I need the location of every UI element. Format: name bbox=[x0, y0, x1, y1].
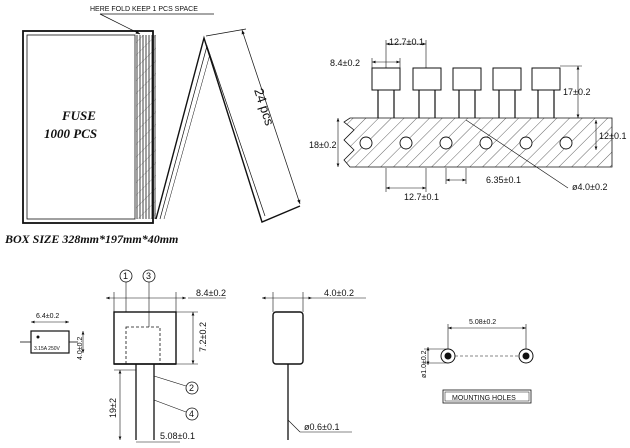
callout-4 bbox=[185, 407, 199, 421]
callout-3 bbox=[142, 269, 156, 283]
tape-pitch-top: 12.7±0.1 bbox=[389, 37, 424, 47]
top-view-marking: 3.15A 250V bbox=[34, 346, 61, 352]
fold-note: HERE FOLD KEEP 1 PCS SPACE bbox=[90, 6, 198, 13]
tape-body-width: 8.4±0.2 bbox=[330, 58, 360, 68]
callout-2 bbox=[185, 381, 199, 395]
callout-1-label: 1 bbox=[123, 271, 128, 281]
mounting-label-box bbox=[442, 389, 532, 404]
stacked-tape-hatch bbox=[136, 35, 156, 219]
fold-count-label: 24 pcs bbox=[251, 86, 277, 128]
tape-pitch-bottom: 12.7±0.1 bbox=[404, 192, 439, 202]
box-size-label: BOX SIZE 328mm*197mm*40mm bbox=[4, 232, 178, 246]
fuse-bodies bbox=[371, 67, 561, 91]
callout-4-label: 4 bbox=[189, 409, 194, 419]
callout-3-label: 3 bbox=[146, 271, 151, 281]
tape-width-right: 12±0.1 bbox=[599, 131, 626, 141]
top-view-depth: 4.0±0.2 bbox=[77, 337, 84, 360]
sprocket-holes bbox=[359, 136, 573, 150]
front-view-lead-length: 19±2 bbox=[108, 398, 118, 418]
mounting-hole-diameter: ø1.0±0.2 bbox=[421, 350, 428, 378]
fuse-leads bbox=[377, 90, 555, 118]
box-inner-outline bbox=[26, 34, 136, 220]
side-view: 4.0±0.2 ø0.6±0.1 bbox=[262, 288, 366, 440]
front-view: 1 3 2 4 8.4±0.2 7.2±0.2 19±2 5.08±0.1 bbox=[106, 269, 226, 443]
tape-height: 17±0.2 bbox=[563, 87, 590, 97]
side-view-lead-diameter: ø0.6±0.1 bbox=[304, 422, 339, 432]
box-label-fuse: FUSE bbox=[61, 108, 96, 123]
hole-pitch: 6.35±0.1 bbox=[486, 175, 521, 185]
callout-1 bbox=[119, 269, 133, 283]
side-view-body bbox=[272, 311, 304, 365]
tape-dimension-lines bbox=[336, 40, 598, 192]
front-view-height: 7.2±0.2 bbox=[198, 322, 208, 352]
side-view-depth: 4.0±0.2 bbox=[324, 288, 354, 298]
top-view-width: 6.4±0.2 bbox=[36, 313, 59, 320]
box-label-count: 1000 PCS bbox=[44, 126, 97, 141]
mounting-label: MOUNTING HOLES bbox=[452, 395, 516, 402]
mounting-holes: 5.08±0.2 ø1.0±0.2 MOUNTING HOLES bbox=[421, 319, 534, 404]
callout-2-label: 2 bbox=[189, 383, 194, 393]
packing-box: FUSE 1000 PCS BOX SIZE 328mm*197mm*40mm bbox=[4, 30, 178, 246]
top-view: 3.15A 250V 6.4±0.2 4.0±0.2 bbox=[20, 313, 85, 360]
tape-width-left: 18±0.2 bbox=[309, 140, 336, 150]
front-view-width: 8.4±0.2 bbox=[196, 288, 226, 298]
tape-section: 8.4±0.2 12.7±0.1 17±0.2 18±0.2 12±0.1 6.… bbox=[309, 37, 626, 202]
fold-zigzag bbox=[99, 13, 301, 223]
carrier-tape bbox=[343, 117, 613, 168]
hole-diameter: ø4.0±0.2 bbox=[572, 182, 607, 192]
front-view-lead-spacing: 5.08±0.1 bbox=[160, 431, 195, 441]
front-view-element bbox=[125, 326, 161, 365]
front-view-body bbox=[113, 311, 177, 365]
mounting-spacing: 5.08±0.2 bbox=[469, 319, 496, 326]
